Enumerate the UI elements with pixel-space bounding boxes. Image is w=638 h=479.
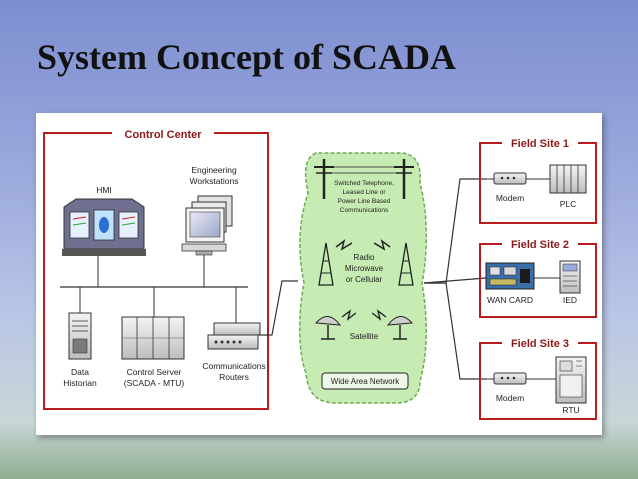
- hmi-console: [62, 198, 146, 256]
- field-site-2-device-a: WAN CARD: [487, 295, 533, 305]
- signal-sat-right-icon: [371, 309, 387, 321]
- diagram-board: Control Center HMI: [36, 113, 602, 435]
- telephone-label-4: Communications: [340, 207, 389, 214]
- workstations-label-1: Engineering: [191, 165, 237, 175]
- data-historian-icon: [68, 312, 92, 360]
- rtu-icon: [555, 356, 587, 404]
- radio-label-3: or Cellular: [346, 275, 383, 284]
- data-historian-label-2: Historian: [63, 378, 97, 388]
- signal-right-icon: [373, 239, 391, 251]
- routers-label-2: Routers: [219, 372, 249, 382]
- field-site-3-device-b: RTU: [562, 405, 579, 415]
- signal-sat-left-icon: [341, 309, 357, 321]
- telephone-pole-icon: [314, 159, 414, 199]
- radio-tower-left-icon: [318, 242, 334, 286]
- telephone-label-3: Power Line Based: [338, 198, 391, 205]
- control-server-icon: [121, 316, 185, 360]
- wan-label-box: [321, 372, 409, 390]
- satellite-label: Satellite: [350, 332, 379, 341]
- modem-icon: [493, 172, 527, 185]
- workstations-label-2: Workstations: [190, 176, 239, 186]
- field-site-3-title: Field Site 3: [511, 338, 569, 350]
- slide-title: System Concept of SCADA: [37, 37, 456, 77]
- satellite-dish-right-icon: [386, 316, 414, 340]
- field-site-2: Field Site 2 WAN CARD IED: [479, 239, 597, 318]
- telephone-label-2: Leased Line or: [342, 189, 386, 196]
- workstations-icon: [181, 195, 233, 256]
- field-site-2-title: Field Site 2: [511, 239, 569, 251]
- link-cc-wan: [258, 280, 298, 336]
- plc-icon: [549, 164, 587, 194]
- radio-label-1: Radio: [354, 253, 375, 262]
- wan-label: Wide Area Network: [331, 377, 400, 386]
- control-center-title: Control Center: [125, 129, 203, 141]
- field-site-2-device-b: IED: [563, 295, 577, 305]
- scada-diagram: Control Center HMI: [43, 129, 597, 420]
- control-server-label-2: (SCADA - MTU): [124, 378, 185, 388]
- signal-left-icon: [335, 239, 353, 251]
- ied-icon: [559, 260, 581, 294]
- satellite-dish-left-icon: [314, 316, 342, 340]
- field-site-1-title: Field Site 1: [511, 138, 569, 150]
- wan-card-icon: [485, 262, 535, 290]
- field-site-3: Field Site 3 Modem RTU: [479, 338, 597, 420]
- radio-tower-right-icon: [398, 242, 414, 286]
- modem-icon: [493, 372, 527, 385]
- routers-label-1: Communications: [202, 361, 265, 371]
- telephone-label-1: Switched Telephone,: [334, 180, 394, 187]
- field-site-1-device-a: Modem: [496, 193, 524, 203]
- wan-cloud: Switched Telephone, Leased Line or Power…: [299, 152, 428, 404]
- control-server-label-1: Control Server: [127, 367, 182, 377]
- field-site-1-device-b: PLC: [560, 199, 577, 209]
- links-wan-field: [423, 178, 487, 380]
- data-historian-label-1: Data: [71, 367, 89, 377]
- routers-icon: [207, 322, 261, 350]
- field-site-1: Field Site 1 Modem PLC: [479, 138, 597, 224]
- hmi-label: HMI: [96, 185, 112, 195]
- radio-label-2: Microwave: [345, 264, 384, 273]
- control-center: Control Center HMI: [43, 129, 269, 410]
- control-center-frame: [43, 132, 269, 410]
- field-site-3-device-a: Modem: [496, 393, 524, 403]
